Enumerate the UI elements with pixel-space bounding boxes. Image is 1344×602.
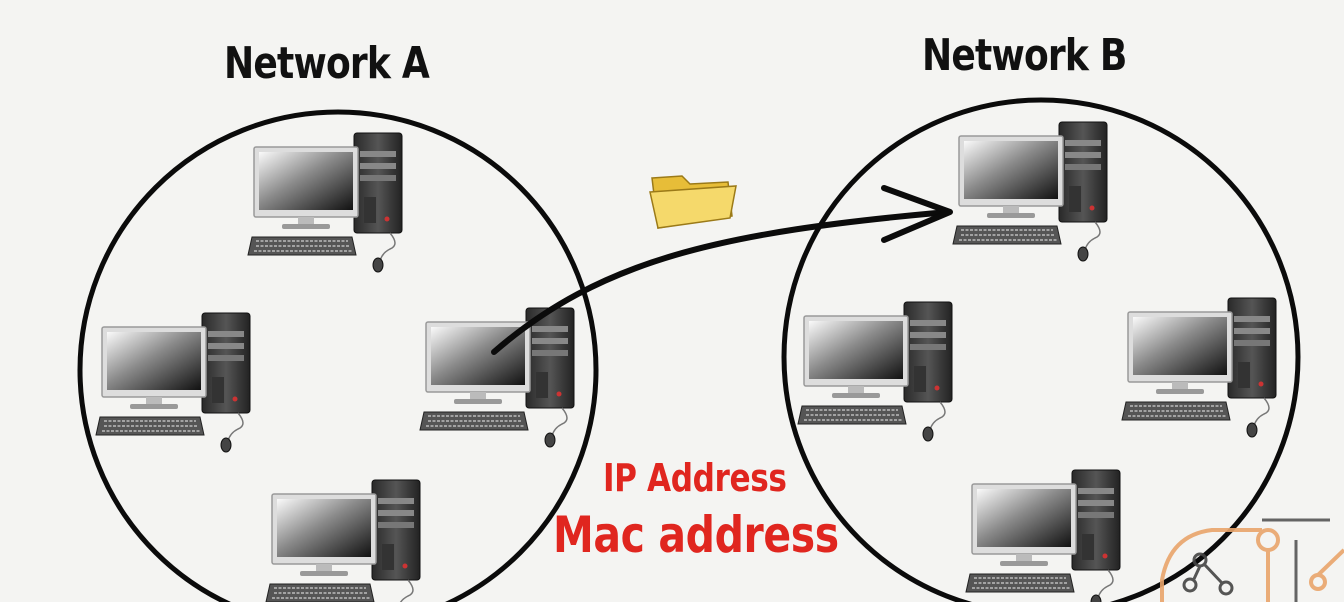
computer-icon xyxy=(419,307,575,448)
network-b-circle xyxy=(781,97,1301,602)
network-a-circle xyxy=(77,109,599,602)
ip-address-label: IP Address xyxy=(603,456,787,500)
network-b-title: Network B xyxy=(922,30,1127,81)
computer-icon xyxy=(265,479,421,602)
folder-icon xyxy=(649,175,737,229)
mac-address-label: Mac address xyxy=(553,506,839,564)
computer-icon xyxy=(1121,297,1277,438)
computer-icon xyxy=(95,312,251,453)
computer-icon xyxy=(247,132,403,273)
arrow-icon xyxy=(491,185,953,355)
computer-icon xyxy=(797,301,953,442)
watermark-logo xyxy=(1160,518,1344,602)
network-a-title: Network A xyxy=(224,38,430,89)
computer-icon xyxy=(952,121,1108,262)
computer-icon xyxy=(965,469,1121,602)
